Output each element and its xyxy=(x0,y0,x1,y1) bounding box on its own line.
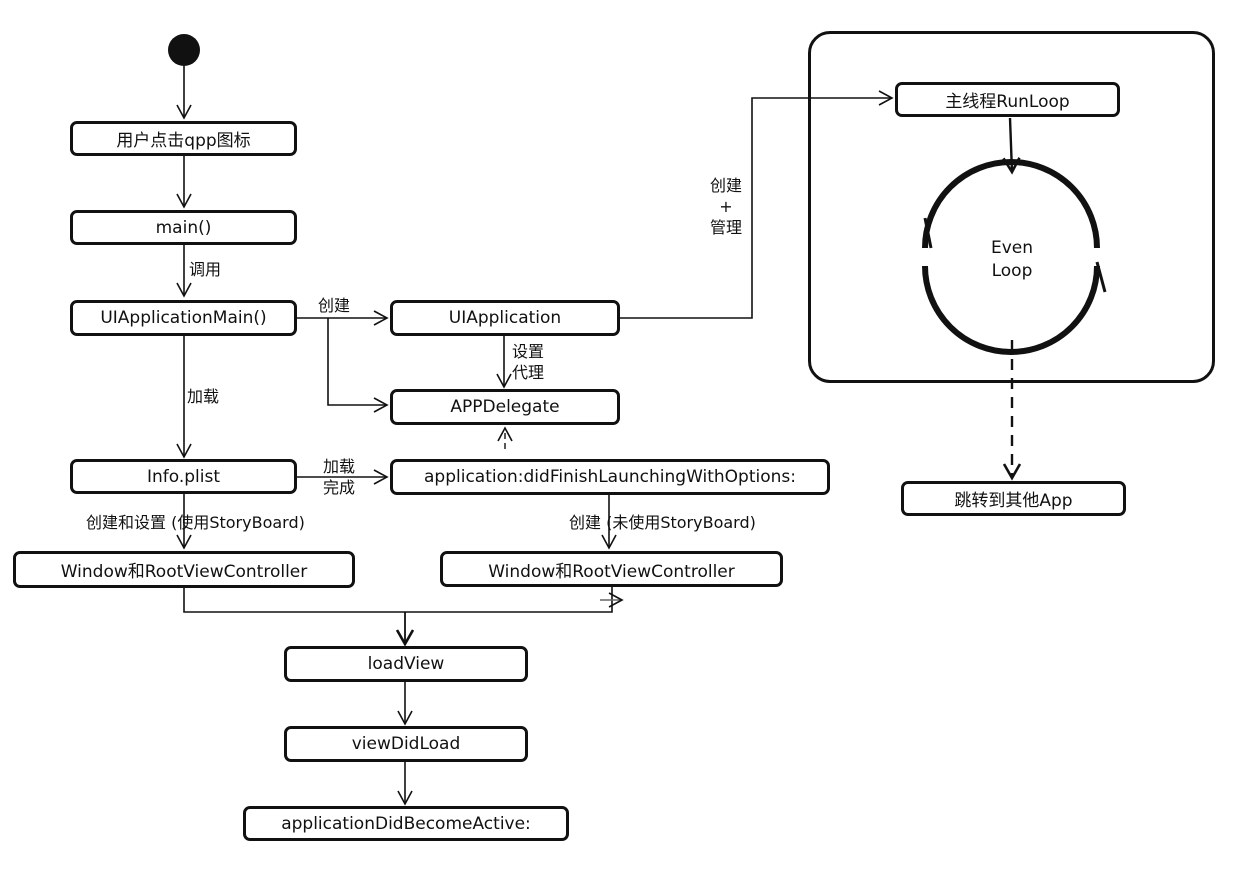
label-create-manage-line2: + xyxy=(719,197,733,216)
viewdidload-node: viewDidLoad xyxy=(284,726,528,762)
main-function-text: main() xyxy=(155,217,212,238)
start-node xyxy=(168,34,200,66)
event-loop-label: Even Loop xyxy=(972,237,1052,283)
arrow-create-appdelegate xyxy=(327,318,389,413)
event-loop-arc-top xyxy=(922,159,1100,249)
window-rootvc-left-node: Window和RootViewController xyxy=(13,551,355,588)
arrow-create-manage-runloop xyxy=(620,90,894,319)
label-create-no-storyboard: 创建 (未使用StoryBoard) xyxy=(569,513,756,532)
info-plist-node: Info.plist xyxy=(70,459,297,494)
event-loop-arc-bottom xyxy=(922,265,1100,355)
loadview-node: loadView xyxy=(284,646,528,682)
label-set-delegate: 设置 代理 xyxy=(512,341,544,383)
label-create: 创建 xyxy=(318,296,351,315)
window-rootvc-right-node: Window和RootViewController xyxy=(440,551,783,587)
label-create-manage: 创建 + 管理 xyxy=(704,175,748,238)
uiapplicationmain-node: UIApplicationMain() xyxy=(70,300,297,336)
jump-other-app-text: 跳转到其他App xyxy=(954,491,1073,511)
did-finish-launching-text: application:didFinishLaunchingWithOption… xyxy=(424,467,796,487)
merge-line xyxy=(183,587,613,613)
runloop-frame xyxy=(808,31,1215,383)
event-loop-tick-right xyxy=(1095,261,1107,293)
viewdidload-text: viewDidLoad xyxy=(351,734,461,754)
label-set-delegate-line1: 设置 xyxy=(512,342,545,361)
main-function-node: main() xyxy=(70,210,297,245)
label-create-and-set: 创建和设置 (使用StoryBoard) xyxy=(86,513,305,532)
window-rootvc-right-text: Window和RootViewController xyxy=(488,561,735,582)
uiapplication-node: UIApplication xyxy=(390,300,620,336)
window-rootvc-left-text: Window和RootViewController xyxy=(60,562,308,582)
event-loop-tick-left xyxy=(923,217,933,249)
label-load: 加载 xyxy=(187,387,220,406)
did-become-active-text: applicationDidBecomeActive: xyxy=(281,813,531,834)
label-load-complete: 加载 完成 xyxy=(323,456,355,498)
jump-other-app-node: 跳转到其他App xyxy=(901,481,1126,516)
uiapplicationmain-text: UIApplicationMain() xyxy=(100,308,267,328)
tap-app-icon-text: 用户点击qpp图标 xyxy=(116,131,251,151)
label-set-delegate-line2: 代理 xyxy=(512,363,545,382)
loadview-text: loadView xyxy=(367,654,445,674)
event-loop-line1: Even xyxy=(990,238,1034,258)
tap-app-icon-node: 用户点击qpp图标 xyxy=(70,121,297,156)
label-load-complete-line2: 完成 xyxy=(323,478,356,497)
event-loop-line2: Loop xyxy=(991,261,1033,281)
label-create-manage-line3: 管理 xyxy=(709,218,742,237)
main-runloop-node: 主线程RunLoop xyxy=(895,82,1120,117)
appdelegate-text: APPDelegate xyxy=(450,397,560,417)
did-become-active-node: applicationDidBecomeActive: xyxy=(243,806,569,841)
label-load-complete-line1: 加载 xyxy=(323,457,356,476)
uiapplication-text: UIApplication xyxy=(448,308,562,328)
label-call: 调用 xyxy=(189,260,222,279)
label-create-manage-line1: 创建 xyxy=(709,176,742,195)
main-runloop-text: 主线程RunLoop xyxy=(945,92,1070,112)
appdelegate-node: APPDelegate xyxy=(390,389,620,425)
info-plist-text: Info.plist xyxy=(146,466,221,487)
did-finish-launching-node: application:didFinishLaunchingWithOption… xyxy=(390,459,830,495)
